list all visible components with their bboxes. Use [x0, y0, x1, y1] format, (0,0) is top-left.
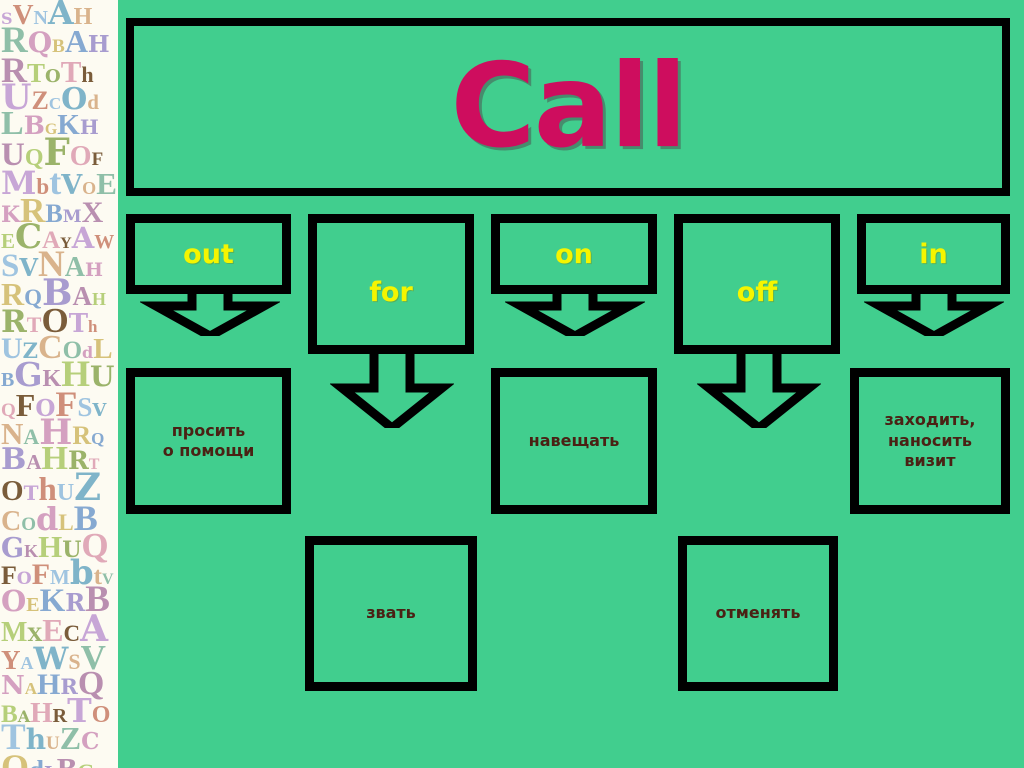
down-arrow-icon-off	[697, 346, 821, 428]
down-arrow-icon-for	[330, 346, 454, 428]
preposition-box-on[interactable]: on	[491, 214, 657, 294]
alphabet-pattern: SVNAHRQBAHRTOThUZCOdLBGKHUQFOFMbtVOEKRBM…	[1, 0, 117, 768]
alphabet-letters-border: SVNAHRQBAHRTOThUZCOdLBGKHUQFOFMbtVOEKRBM…	[0, 0, 118, 768]
preposition-label-for: for	[369, 277, 413, 308]
translation-box-off: отменять	[678, 536, 838, 691]
preposition-box-off[interactable]: off	[674, 214, 840, 354]
down-arrow-icon-out	[140, 286, 280, 336]
down-arrow-icon-on	[505, 286, 645, 336]
preposition-box-for[interactable]: for	[308, 214, 474, 354]
translation-box-in: заходить, наносить визит	[850, 368, 1010, 514]
translation-label-off: отменять	[715, 603, 801, 623]
preposition-box-out[interactable]: out	[126, 214, 291, 294]
preposition-label-out: out	[183, 239, 234, 270]
translation-label-for: звать	[366, 603, 416, 623]
translation-label-on: навещать	[528, 430, 620, 450]
title-box: Call	[126, 18, 1010, 196]
translation-box-out: просить о помощи	[126, 368, 291, 514]
translation-box-for: звать	[305, 536, 477, 691]
preposition-label-off: off	[736, 277, 778, 308]
translation-label-in: заходить, наносить визит	[884, 410, 976, 471]
preposition-label-in: in	[919, 239, 948, 270]
down-arrow-icon-in	[864, 286, 1004, 336]
translation-label-out: просить о помощи	[162, 420, 255, 460]
preposition-box-in[interactable]: in	[857, 214, 1010, 294]
preposition-label-on: on	[555, 239, 593, 270]
page-title: Call	[450, 39, 688, 174]
translation-box-on: навещать	[491, 368, 657, 514]
